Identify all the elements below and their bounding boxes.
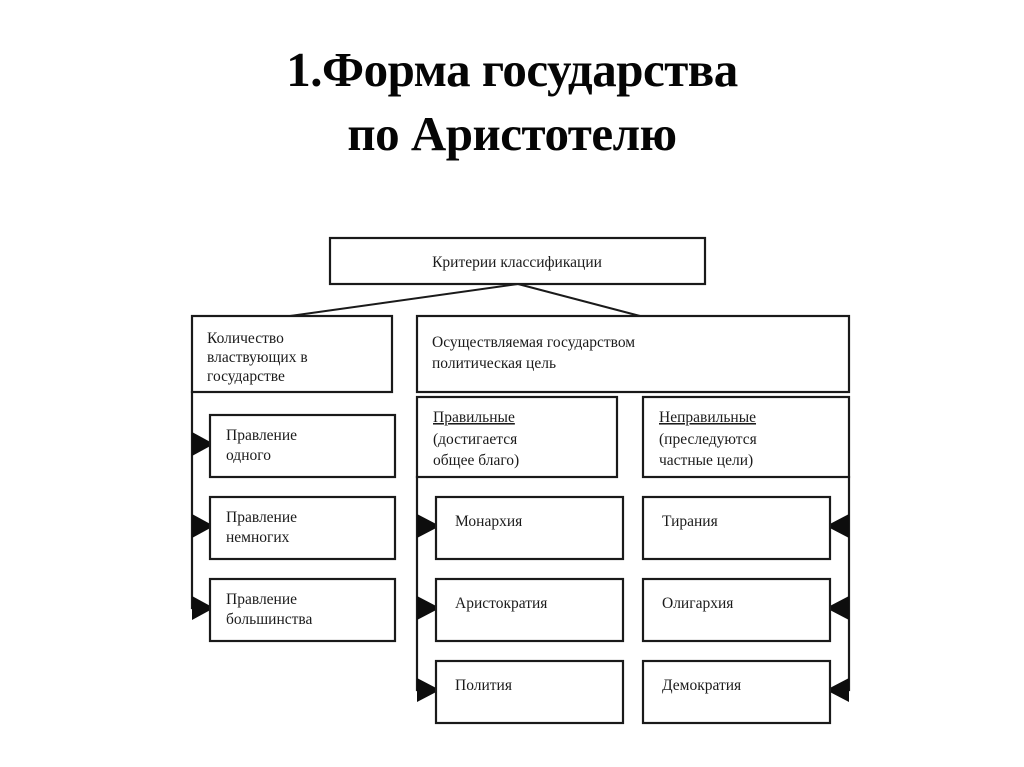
node-tyranny-box (641, 495, 832, 561)
node-correct-forms-header-box (415, 395, 619, 479)
left-column-connectors (190, 390, 214, 620)
root-branch-connectors (289, 283, 641, 317)
node-tyranny-label: Тирания (662, 513, 718, 530)
middle-column-connectors (415, 475, 440, 702)
node-correct-forms-subtitle-line-1: (достигается (433, 431, 517, 448)
node-polity-box (434, 659, 625, 725)
node-polity: Полития (434, 659, 625, 725)
node-aristocracy-label: Аристократия (455, 595, 547, 612)
page-title: 1.Форма государства по Аристотелю (0, 38, 1024, 166)
node-monarchy-box (434, 495, 625, 561)
node-criterion-quantity: Количество властвующих в государстве (190, 314, 394, 394)
node-criterion-quantity-line-2: властвующих в (207, 349, 308, 366)
node-monarchy-label: Монархия (455, 513, 522, 530)
node-incorrect-forms-title: Неправильные (659, 409, 756, 426)
node-aristocracy: Аристократия (434, 577, 625, 643)
page-title-line-2: по Аристотелю (347, 106, 677, 161)
node-correct-forms-header: Правильные (достигается общее благо) (415, 395, 619, 479)
arrow-to-monarchy-icon (417, 514, 440, 538)
arrow-to-democracy-icon (826, 678, 849, 702)
branch-line-right (517, 283, 641, 317)
node-rule-of-few: Правление немногих (208, 495, 397, 561)
right-column-connectors (826, 475, 851, 702)
node-aristocracy-box (434, 577, 625, 643)
node-oligarchy: Олигархия (641, 577, 832, 643)
node-criterion-political-goal-line-1: Осуществляемая государством (432, 334, 635, 351)
node-rule-of-many: Правление большинства (208, 577, 397, 643)
node-correct-forms-title: Правильные (433, 409, 515, 426)
node-incorrect-forms-header: Неправильные (преследуются частные цели) (641, 395, 851, 479)
arrow-to-rule-few-icon (192, 514, 214, 538)
node-criterion-political-goal-box (415, 314, 851, 394)
node-monarchy: Монархия (434, 495, 625, 561)
node-rule-of-many-box (208, 577, 397, 643)
arrow-to-tyranny-icon (826, 514, 849, 538)
node-incorrect-forms-subtitle-line-1: (преследуются (659, 431, 757, 448)
node-rule-of-one-line-2: одного (226, 447, 271, 464)
node-criterion-quantity-box (190, 314, 394, 394)
node-democracy-box (641, 659, 832, 725)
page-title-line-1: 1.Форма государства (286, 42, 738, 97)
arrow-to-aristocracy-icon (417, 596, 440, 620)
node-criteria-root-label: Критерии классификации (432, 254, 602, 271)
node-rule-of-few-box (208, 495, 397, 561)
node-polity-label: Полития (455, 677, 512, 694)
node-criterion-quantity-line-1: Количество (207, 330, 284, 347)
node-rule-of-few-line-1: Правление (226, 509, 297, 526)
arrow-to-rule-one-icon (192, 432, 214, 456)
node-rule-of-many-line-2: большинства (226, 611, 313, 628)
arrow-to-oligarchy-icon (826, 596, 849, 620)
node-criterion-quantity-line-3: государстве (207, 368, 285, 385)
node-incorrect-forms-header-box (641, 395, 851, 479)
node-democracy: Демократия (641, 659, 832, 725)
node-rule-of-one-line-1: Правление (226, 427, 297, 444)
node-oligarchy-box (641, 577, 832, 643)
node-correct-forms-subtitle-line-2: общее благо) (433, 452, 519, 469)
node-oligarchy-label: Олигархия (662, 595, 733, 612)
node-rule-of-few-line-2: немногих (226, 529, 290, 546)
node-incorrect-forms-subtitle-line-2: частные цели) (659, 452, 753, 469)
node-criteria-root: Критерии классификации (328, 236, 707, 286)
node-criterion-political-goal: Осуществляемая государством политическая… (415, 314, 851, 394)
arrow-to-rule-many-icon (192, 596, 214, 620)
node-rule-of-many-line-1: Правление (226, 591, 297, 608)
node-rule-of-one-box (208, 413, 397, 479)
node-tyranny: Тирания (641, 495, 832, 561)
node-rule-of-one: Правление одного (208, 413, 397, 479)
node-democracy-label: Демократия (662, 677, 741, 694)
branch-line-left (289, 283, 519, 317)
arrow-to-polity-icon (417, 678, 440, 702)
node-criterion-political-goal-line-2: политическая цель (432, 355, 556, 372)
